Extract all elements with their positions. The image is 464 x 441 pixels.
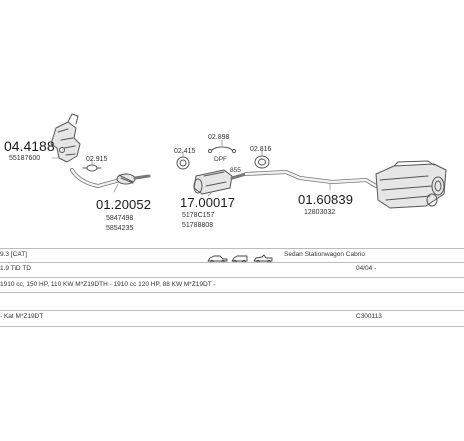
table-divider xyxy=(0,326,464,327)
part-number-label: 02.415 xyxy=(174,148,196,155)
rubber-hanger-part[interactable] xyxy=(207,146,237,154)
reference-number-label: 55187600 xyxy=(9,155,41,162)
table-divider xyxy=(0,277,464,278)
reference-number-label: 5178C157 xyxy=(182,212,215,219)
reference-number-label: 5854235 xyxy=(106,225,134,232)
diesel-particulate-filter-part[interactable] xyxy=(193,169,248,195)
catalyst-code-cell: - Kat M*Z19DT xyxy=(0,313,44,320)
leader-lines xyxy=(51,139,331,197)
dpf-label: DPF xyxy=(214,156,227,163)
clamp-part[interactable] xyxy=(176,156,190,170)
centre-pipe-part[interactable] xyxy=(244,170,378,188)
part-number-label: 02.915 xyxy=(86,156,108,163)
catalytic-converter-part[interactable] xyxy=(50,113,81,163)
reference-number-label: 12803032 xyxy=(304,209,336,216)
reference-number-label: 51788808 xyxy=(182,222,214,229)
rear-silencer-part[interactable] xyxy=(375,160,447,209)
clamp-part-2[interactable] xyxy=(254,155,270,169)
production-date-cell: 04/04 - xyxy=(356,265,377,272)
part-number-label: 01.20052 xyxy=(96,197,152,212)
table-divider xyxy=(0,292,464,293)
part-number-label: 04.4188 xyxy=(4,138,55,154)
table-divider xyxy=(0,310,464,311)
table-divider xyxy=(0,248,464,249)
part-number-label: 17.00017 xyxy=(180,195,236,210)
gasket-part[interactable] xyxy=(82,164,102,172)
catalog-code-cell: C300113 xyxy=(356,313,382,320)
table-divider xyxy=(0,262,464,263)
engine-code-cell: 9.3 [CAT] xyxy=(0,251,27,258)
front-pipe-part[interactable] xyxy=(70,168,151,188)
engine-details-cell: 1910 cc, 150 HP, 110 KW M*Z19DTH - 1910 … xyxy=(0,281,216,288)
engine-type-cell: 1.9 TiD TD xyxy=(0,265,31,272)
part-number-label: 02.816 xyxy=(250,146,272,153)
body-style-cell: Sedan Stationwagon Cabrio xyxy=(284,251,365,258)
part-number-label: 01.60839 xyxy=(298,192,354,207)
part-number-label: 02.898 xyxy=(208,134,230,141)
size-label: 855 xyxy=(230,167,241,174)
exhaust-system-diagram xyxy=(50,113,447,209)
reference-number-label: 5847498 xyxy=(106,215,134,222)
